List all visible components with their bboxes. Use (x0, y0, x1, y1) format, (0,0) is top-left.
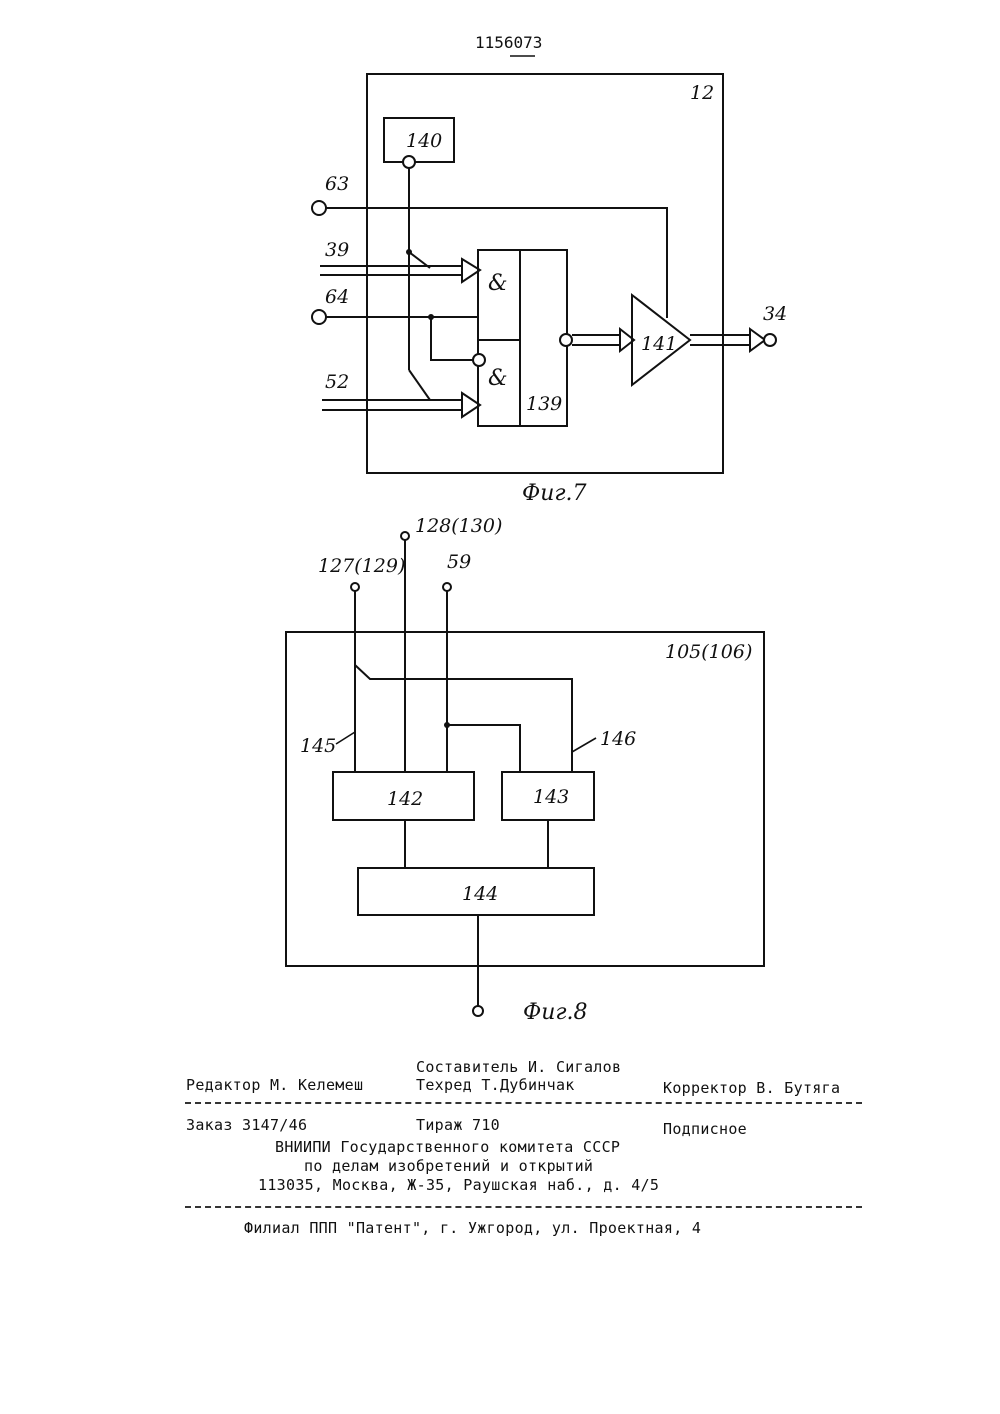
fig7-diagram: 12 140 63 39 64 52 & & (312, 74, 787, 506)
patent-number: 1156073 (475, 33, 542, 52)
fig8-diagram: 105(106) 127(129) 128(130) 59 145 146 14… (286, 515, 764, 1025)
fig8-block-label: 105(106) (665, 641, 752, 663)
fig8-terminal-127 (351, 583, 359, 591)
fig7-terminal-39-label: 39 (325, 239, 349, 261)
fig8-terminal-128-label: 128(130) (415, 515, 502, 537)
fig8-wire-145-label: 145 (300, 735, 336, 757)
fig8-wire-59-branch (447, 725, 520, 772)
fig8-output-terminal (473, 1006, 483, 1016)
fig7-terminal-64-label: 64 (325, 286, 349, 308)
imprint-editor: Редактор М. Келемеш (186, 1076, 363, 1094)
imprint-order: Заказ 3147/46 (186, 1116, 307, 1134)
fig8-leader-145 (336, 732, 355, 744)
fig7-clock-branch-lower (409, 370, 430, 400)
fig8-block-144-label: 144 (462, 883, 498, 905)
fig7-wire-64-branch (431, 317, 473, 360)
fig8-block-143-label: 143 (533, 786, 569, 808)
imprint-compiler: Составитель И. Сигалов (416, 1058, 621, 1076)
imprint-subscription: Подписное (663, 1120, 747, 1138)
imprint-org-line1: ВНИИПИ Государственного комитета СССР (275, 1138, 620, 1156)
imprint-divider-top (185, 1102, 862, 1104)
fig7-caption: Фиг.7 (522, 481, 587, 506)
fig8-caption: Фиг.8 (523, 1000, 588, 1025)
fig7-gate-inverting-input (473, 354, 485, 366)
fig8-wire-146-label: 146 (600, 728, 636, 750)
fig7-register-label: 139 (526, 393, 562, 415)
fig7-register-output (560, 334, 572, 346)
fig7-terminal-64 (312, 310, 326, 324)
fig7-bus-34-arrow (750, 329, 765, 351)
imprint-org-address: 113035, Москва, Ж-35, Раушская наб., д. … (258, 1176, 659, 1194)
imprint-divider-bottom (185, 1206, 862, 1208)
imprint-corrector: Корректор В. Бутяга (663, 1079, 840, 1097)
fig7-amplifier-label: 141 (641, 333, 677, 355)
fig8-terminal-59 (443, 583, 451, 591)
fig7-terminal-52-label: 52 (325, 371, 349, 393)
fig8-wire-146 (355, 665, 572, 772)
imprint-techred: Техред Т.Дубинчак (416, 1076, 575, 1094)
fig7-gate-lower-symbol: & (488, 366, 508, 391)
fig8-terminal-127-label: 127(129) (318, 555, 405, 577)
fig7-generator-output-terminal (403, 156, 415, 168)
fig7-gate-upper-symbol: & (488, 271, 508, 296)
fig7-generator-label: 140 (406, 130, 442, 152)
fig7-terminal-34-label: 34 (763, 303, 787, 325)
fig8-leader-146 (572, 738, 596, 752)
fig8-block-142-label: 142 (387, 788, 423, 810)
fig8-terminal-128 (401, 532, 409, 540)
fig7-terminal-34 (764, 334, 776, 346)
imprint-org-line2: по делам изобретений и открытий (304, 1157, 593, 1175)
fig7-terminal-63-label: 63 (325, 173, 349, 195)
fig7-terminal-63 (312, 201, 326, 215)
imprint-circulation: Тираж 710 (416, 1116, 500, 1134)
fig8-terminal-59-label: 59 (447, 551, 471, 573)
fig7-block-label: 12 (690, 82, 714, 104)
imprint-branch: Филиал ППП "Патент", г. Ужгород, ул. Про… (244, 1219, 701, 1237)
fig7-wire-63 (326, 208, 667, 318)
